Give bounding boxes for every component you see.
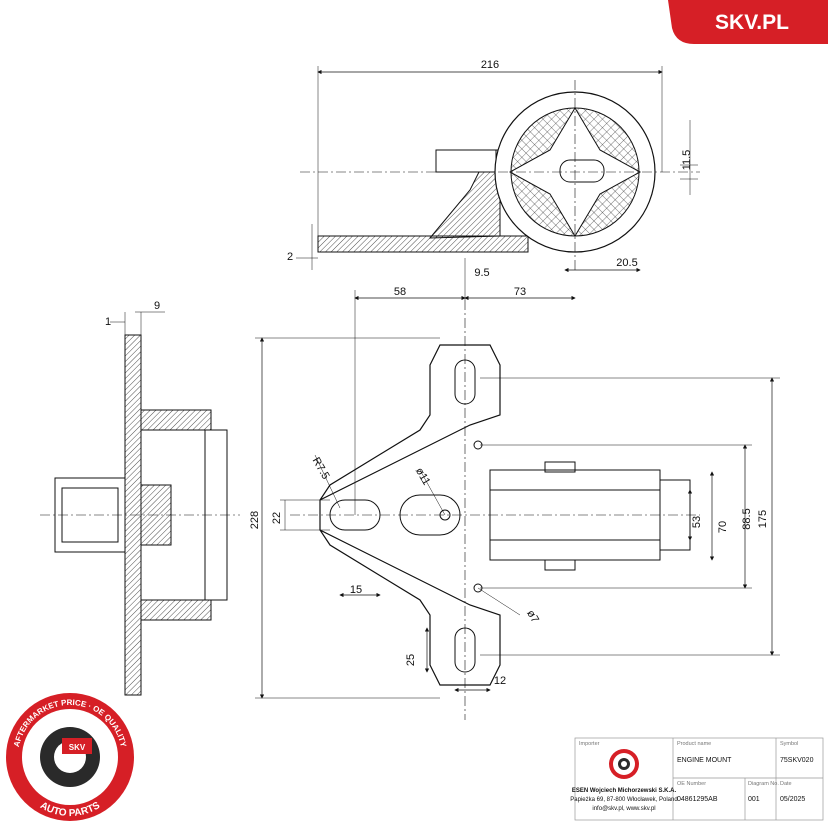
date-value: 05/2025 — [780, 796, 805, 803]
seal-center-text: SKV — [69, 743, 86, 752]
dim-r7-5: R7.5 — [310, 455, 332, 481]
symbol-value: 75SKV020 — [780, 757, 814, 764]
product-name-label: Product name — [677, 741, 711, 747]
dim-9-5: 9.5 — [474, 267, 489, 279]
importer-name: ESEN Wojciech Michorzewski S.K.A. — [572, 788, 677, 794]
dim-58: 58 — [394, 286, 406, 298]
symbol-label: Symbol — [780, 741, 798, 747]
dim-o7: ø7 — [524, 608, 541, 625]
dim-11-5: 11.5 — [681, 150, 693, 171]
oe-number-label: OE Number — [677, 781, 706, 787]
front-view — [255, 290, 780, 720]
dim-25: 25 — [405, 654, 417, 666]
dim-15: 15 — [350, 584, 362, 596]
dim-12: 12 — [494, 675, 506, 687]
dim-o11: ø11 — [413, 466, 432, 488]
brand-name: SKV.PL — [715, 11, 789, 34]
title-block-text: Importer ESEN Wojciech Michorzewski S.K.… — [570, 741, 813, 812]
dim-9: 9 — [154, 300, 160, 312]
dim-228: 228 — [249, 511, 261, 529]
dim-22: 22 — [271, 512, 283, 524]
side-view — [40, 311, 240, 696]
importer-address: Papieżka 69, 87-800 Włocławek, Poland — [570, 797, 677, 803]
importer-label: Importer — [579, 741, 600, 747]
importer-logo — [609, 749, 639, 779]
date-label: Date — [780, 781, 792, 787]
dim-1: 1 — [105, 316, 111, 328]
importer-contact: info@skv.pl, www.skv.pl — [592, 806, 655, 812]
brand-badge[interactable]: SKV.PL — [668, 0, 828, 44]
diagram-no-label: Diagram No. — [748, 781, 779, 787]
dim-20-5: 20.5 — [616, 257, 637, 269]
dim-70: 70 — [717, 521, 729, 533]
dim-216: 216 — [481, 59, 499, 71]
oe-number: 04861295AB — [677, 796, 718, 803]
dim-175: 175 — [757, 510, 769, 528]
skv-seal: SKV AFTERMARKET PRICE · OE QUALITY AUTO … — [6, 693, 134, 821]
product-name: ENGINE MOUNT — [677, 757, 732, 764]
dim-2: 2 — [287, 251, 293, 263]
dim-73: 73 — [514, 286, 526, 298]
top-view — [296, 66, 700, 300]
diagram-no: 001 — [748, 796, 760, 803]
dim-88-5: 88.5 — [741, 508, 753, 529]
dim-53: 53 — [691, 516, 703, 528]
